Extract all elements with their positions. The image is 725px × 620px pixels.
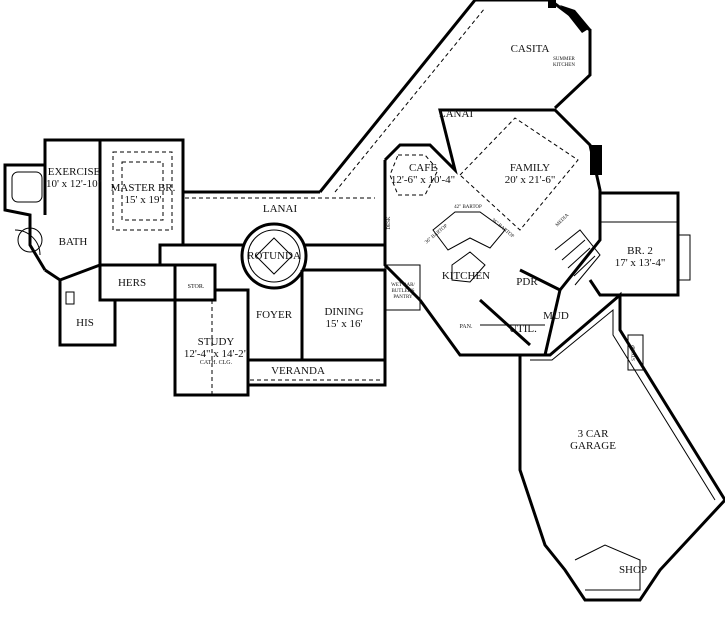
room-label-summer-kitchen: SUMMER KITCHEN — [553, 57, 575, 68]
room-label-casita: CASITA — [510, 43, 550, 55]
room-label-foyer: FOYER — [255, 309, 293, 321]
label-bartop-42: 42" BARTOP — [454, 205, 482, 210]
room-label-pdr: PDR — [516, 276, 538, 288]
room-size-dining: 15' x 16' — [325, 318, 363, 330]
spiral-stair — [14, 229, 41, 256]
room-label-master: MASTER BR. — [110, 182, 176, 194]
room-size-cafe: 12'-6" x 10'-4" — [390, 174, 456, 186]
room-label-kitchen: KITCHEN — [441, 270, 491, 282]
dining-walls — [302, 268, 387, 362]
family-walls — [383, 108, 602, 291]
room-label-util: UTIL. — [509, 323, 537, 335]
room-label-rotunda: ROTUNDA — [247, 250, 301, 262]
room-label-bath: BATH — [58, 236, 88, 248]
shower — [17, 227, 43, 253]
bath-walls — [44, 245, 102, 282]
family-ceiling — [459, 117, 579, 231]
room-label-stoop: STOOP — [632, 345, 637, 361]
room-label-cafe: CAFE — [408, 162, 438, 174]
room-label-study: STUDY — [197, 336, 235, 348]
rotunda-medallion — [255, 237, 293, 275]
room-label-wet-bar: WET BAR/ BUTLER'S PANTRY — [391, 283, 415, 300]
cafe-walls — [383, 160, 422, 302]
lanai-upper-west — [318, 0, 477, 193]
exercise-walls — [43, 138, 102, 215]
service-wing-walls — [418, 268, 562, 357]
stair — [554, 229, 601, 286]
casita-walls — [475, 0, 592, 110]
room-label-pan: PAN. — [459, 324, 473, 330]
room-label-garage: 3 CAR GARAGE — [570, 428, 616, 452]
garage-walls — [518, 291, 725, 602]
room-label-mud: MUD — [543, 310, 569, 322]
master-tray-ceiling — [112, 151, 173, 231]
room-size-master: 15' x 19' — [124, 194, 162, 206]
room-label-stor: STOR. — [187, 284, 205, 290]
his-walls — [58, 280, 117, 347]
room-label-family: FAMILY — [509, 162, 551, 174]
room-size-study: 12'-4" x 14'-2" — [183, 348, 249, 360]
rotunda-circle — [240, 222, 308, 290]
shop-walls — [574, 544, 641, 591]
bathtub — [11, 171, 43, 203]
room-label-lanai-upper: LANAI — [438, 108, 474, 120]
room-label-dining: DINING — [324, 306, 364, 318]
room-label-br2: BR. 2 — [627, 245, 653, 257]
kitchen-prep-island — [451, 251, 486, 283]
room-note-study: CATH. CLG. — [199, 360, 233, 366]
room-label-lanai-lower: LANAI — [262, 203, 298, 215]
room-label-exercise: EXERCISE — [47, 166, 101, 178]
stoop — [627, 334, 644, 371]
storage-walls — [173, 263, 217, 302]
veranda-walls — [246, 360, 387, 387]
room-label-shop: SHOP — [618, 564, 648, 576]
room-size-br2: 17' x 13'-4" — [614, 257, 666, 269]
butler-pantry — [384, 264, 421, 311]
room-size-family: 20' x 21'-6" — [504, 174, 556, 186]
room-label-veranda: VERANDA — [271, 365, 325, 377]
bay-window — [677, 234, 691, 281]
tub-alcove-walls — [3, 163, 47, 271]
study-walls — [173, 288, 250, 397]
bedroom2-walls — [588, 191, 680, 297]
foyer-walls — [246, 270, 304, 362]
room-size-exercise: 10' x 12'-10" — [45, 178, 103, 190]
room-label-hers: HERS — [117, 277, 147, 289]
toilet-icon — [65, 291, 75, 305]
kitchen-island — [432, 211, 506, 251]
label-desk: DESK — [387, 216, 392, 230]
room-label-his: HIS — [76, 317, 94, 329]
